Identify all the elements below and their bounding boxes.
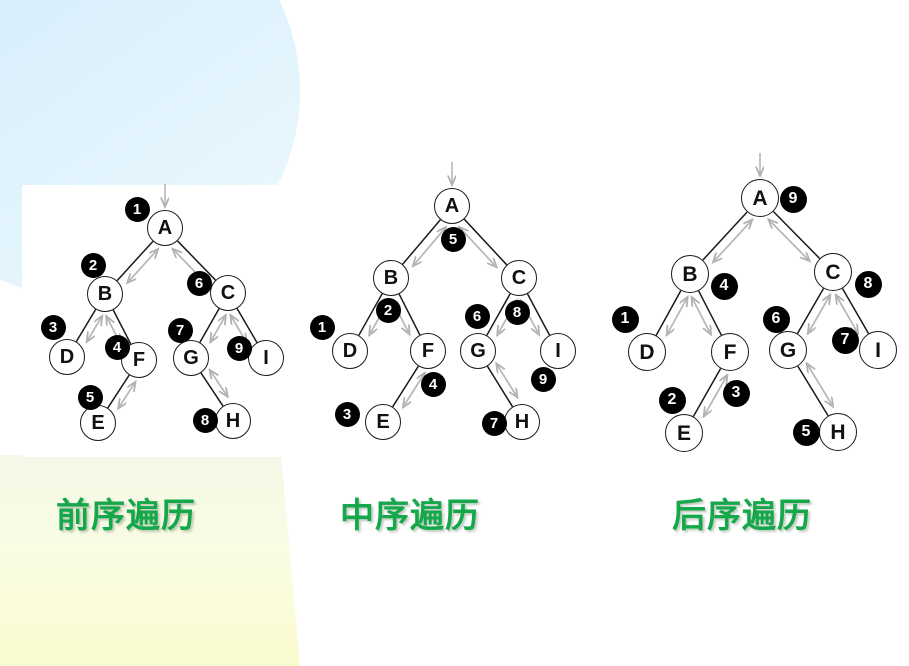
visit-order-badge-a: 1 xyxy=(124,196,150,222)
tree-node-f: F xyxy=(410,333,446,369)
tree-node-h: H xyxy=(504,404,540,440)
visit-order-badge-c: 8 xyxy=(854,270,882,298)
tree-node-h: H xyxy=(819,413,857,451)
tree-node-b: B xyxy=(87,276,123,312)
visit-order-badge-g: 7 xyxy=(167,317,193,343)
visit-order-badge-b: 2 xyxy=(80,252,106,278)
visit-order-badge-i: 9 xyxy=(226,335,252,361)
visit-order-badge-b: 2 xyxy=(375,297,401,323)
visit-order-badge-c: 8 xyxy=(504,299,530,325)
visit-order-badge-d: 1 xyxy=(611,305,639,333)
visit-order-badge-f: 4 xyxy=(420,371,446,397)
yellow-wedge-decoration xyxy=(0,455,300,666)
caption-postorder: 后序遍历 xyxy=(672,496,812,536)
visit-order-badge-a: 9 xyxy=(779,185,807,213)
tree-node-b: B xyxy=(373,260,409,296)
tree-node-i: I xyxy=(248,340,284,376)
visit-order-badge-e: 2 xyxy=(658,386,686,414)
visit-order-badge-i: 7 xyxy=(831,326,859,354)
visit-order-badge-e: 5 xyxy=(77,384,103,410)
tree-node-c: C xyxy=(210,275,246,311)
tree-node-c: C xyxy=(814,253,852,291)
tree-node-h: H xyxy=(215,403,251,439)
visit-order-badge-h: 5 xyxy=(792,418,820,446)
caption-inorder: 中序遍历 xyxy=(340,496,480,536)
visit-order-badge-f: 4 xyxy=(104,334,130,360)
tree-node-c: C xyxy=(501,260,537,296)
visit-order-badge-e: 3 xyxy=(334,401,360,427)
tree-node-a: A xyxy=(741,179,779,217)
visit-order-badge-i: 9 xyxy=(530,366,556,392)
visit-order-badge-f: 3 xyxy=(722,379,750,407)
tree-node-i: I xyxy=(540,333,576,369)
tree-node-i: I xyxy=(859,331,897,369)
tree-node-b: B xyxy=(671,255,709,293)
visit-order-badge-h: 7 xyxy=(481,410,507,436)
visit-order-badge-a: 5 xyxy=(440,226,466,252)
tree-node-d: D xyxy=(332,333,368,369)
visit-order-badge-c: 6 xyxy=(186,270,212,296)
tree-node-a: A xyxy=(147,210,183,246)
tree-node-g: G xyxy=(173,340,209,376)
tree-node-e: E xyxy=(365,404,401,440)
visit-order-badge-d: 1 xyxy=(309,314,335,340)
tree-node-d: D xyxy=(628,333,666,371)
caption-preorder: 前序遍历 xyxy=(56,496,196,536)
tree-node-g: G xyxy=(460,333,496,369)
visit-order-badge-g: 6 xyxy=(464,303,490,329)
tree-node-e: E xyxy=(80,405,116,441)
visit-order-badge-g: 6 xyxy=(762,305,790,333)
visit-order-badge-d: 3 xyxy=(40,314,66,340)
tree-node-d: D xyxy=(49,339,85,375)
tree-node-f: F xyxy=(711,333,749,371)
tree-node-e: E xyxy=(665,414,703,452)
tree-node-g: G xyxy=(769,331,807,369)
visit-order-badge-h: 8 xyxy=(192,407,218,433)
visit-order-badge-b: 4 xyxy=(710,272,738,300)
tree-node-a: A xyxy=(434,188,470,224)
